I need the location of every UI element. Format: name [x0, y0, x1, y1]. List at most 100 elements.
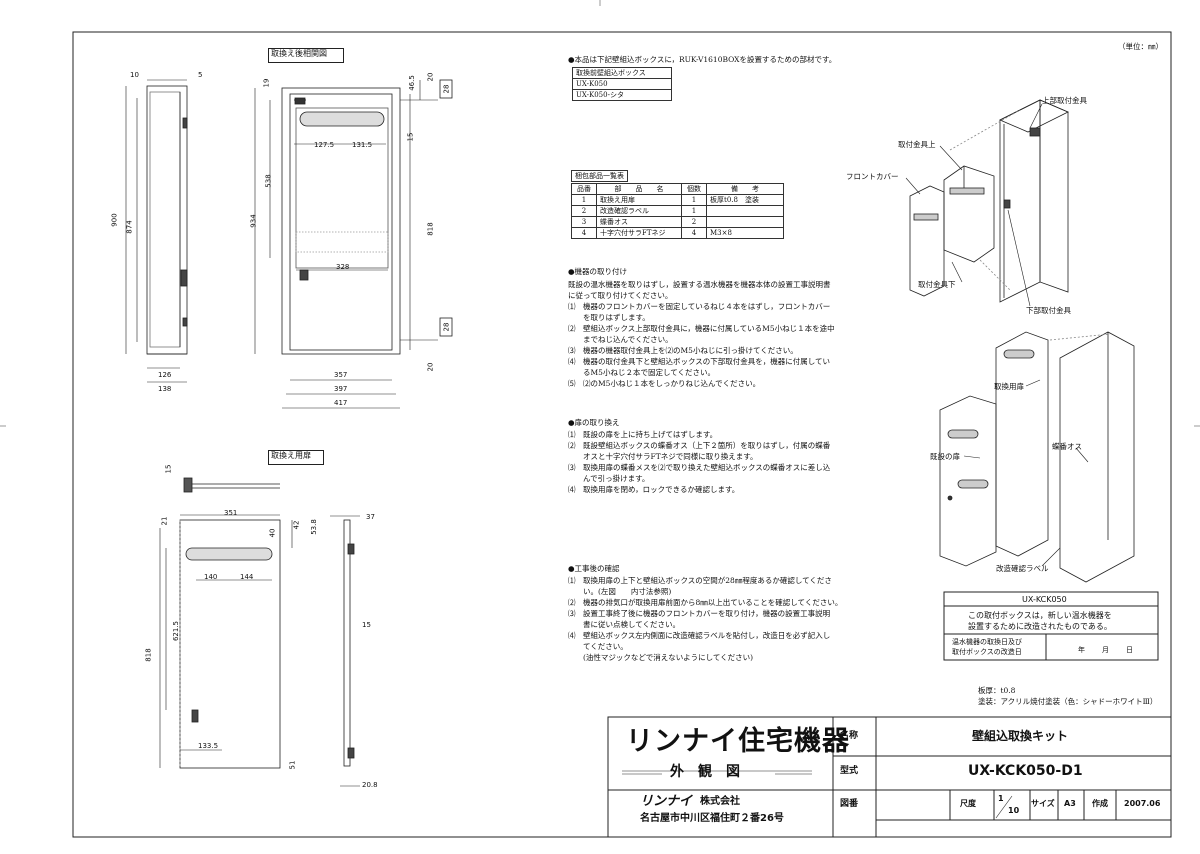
- install-line: ⑶ 機器の機器取付金具上を⑵のM5小ねじに引っ掛けてください。: [568, 346, 798, 355]
- label-year: 年: [1078, 646, 1085, 654]
- brand-logo: リンナイ住宅機器: [626, 726, 850, 757]
- door-swap-line: オスと十字穴付サラFTネジで同様に取り換えます。: [568, 452, 758, 461]
- check-title: ●工事後の確認: [568, 564, 620, 573]
- check-line: ⑴ 取換用扉の上下と壁組込ボックスの空間が28㎜程度あるか確認してくださ: [568, 576, 832, 585]
- parts-cell: 3: [571, 216, 597, 228]
- parts-title-box: 梱包部品一覧表: [571, 170, 628, 182]
- dim-label: 21: [160, 516, 169, 526]
- callout-new-door: 取換用扉: [994, 382, 1024, 391]
- former-box-table: 取換前壁組込ボックス UX-K050 UX-K050-シタ: [572, 67, 672, 101]
- dim-label: 138: [158, 385, 172, 393]
- intro-text: ●本品は下記壁組込ボックスに，RUK-V1610BOXを設置するための部材です。: [568, 55, 837, 64]
- company-logo: リンナイ: [640, 794, 693, 809]
- install-line: を取りはずします。: [568, 313, 650, 322]
- label-line2: 設置するために改造されたものである。: [968, 622, 1112, 631]
- dim-label: 417: [334, 399, 348, 407]
- dim-label: 818: [426, 222, 435, 236]
- model-label: 型式: [840, 766, 859, 776]
- dim-label: 10: [130, 71, 139, 79]
- drawing-no-label: 図番: [840, 799, 859, 809]
- dim-label: 127.5: [314, 141, 335, 149]
- parts-header: 備 考: [706, 183, 784, 195]
- parts-cell: 4: [681, 227, 707, 239]
- door-side-view: [330, 515, 360, 787]
- dim-label: 15: [164, 464, 173, 474]
- view-title-frame-door: [268, 450, 324, 465]
- door-swap-line: ⑶ 取換用扉の蝶番メスを⑵で取り換えた壁組込ボックスの蝶番オスに差し込: [568, 463, 831, 472]
- dim-label: 20: [426, 72, 435, 82]
- check-line: 書に従い点検してください。: [568, 620, 681, 629]
- dim-label: 351: [224, 509, 238, 517]
- parts-header: 部 品 名: [596, 183, 682, 195]
- dim-label: 397: [334, 385, 348, 393]
- dim-label: 5: [198, 71, 203, 79]
- scale-denominator: 10: [1008, 806, 1020, 815]
- install-line: に従って取り付けてください。: [568, 291, 673, 300]
- dim-label: 15: [362, 621, 371, 629]
- install-line: ⑷ 機器の取付金具下と壁組込ボックスの下部取付金具を，機器に付属してい: [568, 357, 831, 366]
- table-row: 3 蝶番オス 2: [571, 216, 784, 228]
- size-value: A3: [1064, 799, 1076, 808]
- callout-upper-bracket: 上部取付金具: [1042, 96, 1087, 105]
- parts-cell: [706, 216, 784, 228]
- dim-label: 131.5: [352, 141, 373, 149]
- door-swap-line: ⑴ 既設の扉を上に持ち上げてはずします。: [568, 430, 718, 439]
- dim-label: 42: [292, 520, 301, 530]
- door-swap-title: ●扉の取り換え: [568, 418, 620, 427]
- drawing-type: 外 観 図: [670, 764, 740, 780]
- install-line: までねじ込んでください。: [568, 335, 673, 344]
- former-box-model: UX-K050: [572, 78, 672, 90]
- dim-label: 133.5: [198, 742, 219, 750]
- check-line: (油性マジックなどで消えないようにしてください): [568, 653, 754, 662]
- view-title-door: 取換え用扉: [271, 451, 311, 460]
- parts-cell: 1: [681, 194, 707, 206]
- parts-header: 品番: [571, 183, 597, 195]
- scale-label: 尺度: [960, 799, 976, 808]
- label-row-label2: 取付ボックスの改造日: [952, 648, 1022, 656]
- label-line1: この取付ボックスは，新しい温水機器を: [968, 611, 1112, 620]
- dim-label: 15: [406, 132, 415, 142]
- parts-table: 品番 部 品 名 個数 備 考 1 取換え用扉 1 板厚t0.8 塗装 2 改造…: [571, 183, 784, 239]
- dim-label: 28: [442, 84, 451, 94]
- check-line: ⑵ 機器の排気口が取換用扉前面から8㎜以上出ていることを確認してください。: [568, 598, 843, 607]
- view-title-frame-side: [268, 48, 344, 63]
- dim-label: 538: [264, 174, 273, 188]
- install-line: ⑸ ⑵のM5小ねじ１本をしっかりねじ込んでください。: [568, 379, 761, 388]
- side-view-after: [125, 79, 188, 383]
- parts-cell: [706, 205, 784, 217]
- table-row: 1 取換え用扉 1 板厚t0.8 塗装: [571, 194, 784, 206]
- dim-label: 144: [240, 573, 254, 581]
- callout-bracket-top: 取付金具上: [898, 140, 936, 149]
- parts-cell: 4: [571, 227, 597, 239]
- dim-label: 126: [158, 371, 172, 379]
- check-line: ⑶ 設置工事終了後に機器のフロントカバーを取り付け，機器の設置工事説明: [568, 609, 831, 618]
- table-row: 4 十字穴付サラFTネジ 4 M3×8: [571, 227, 784, 239]
- company-suffix: 株式会社: [700, 796, 740, 807]
- install-title: ●機器の取り付け: [568, 267, 628, 276]
- material-coating: 塗装：アクリル焼付塗装（色：シャドーホワイトⅢ）: [978, 697, 1158, 706]
- dim-label: 621.5: [172, 620, 181, 642]
- dim-label: 140: [204, 573, 218, 581]
- company-address: 名古屋市中川区福住町２番26号: [640, 813, 784, 824]
- parts-cell: 1: [571, 194, 597, 206]
- former-box-header: 取換前壁組込ボックス: [572, 67, 672, 79]
- install-line: ⑴ 機器のフロントカバーを固定しているねじ４本をはずし，フロントカバー: [568, 302, 831, 311]
- unit-note: （単位：㎜）: [1118, 42, 1163, 51]
- size-label: サイズ: [1031, 799, 1055, 808]
- date-value: 2007.06: [1124, 799, 1161, 808]
- check-line: てください。: [568, 642, 628, 651]
- callout-bracket-bottom: 取付金具下: [918, 280, 956, 289]
- dim-label: 20: [426, 362, 435, 372]
- callout-lower-bracket: 下部取付金具: [1026, 306, 1071, 315]
- label-month: 月: [1102, 646, 1109, 654]
- parts-header: 個数: [681, 183, 707, 195]
- install-line: るM5小ねじ２本で固定してください。: [568, 368, 716, 377]
- parts-cell: 2: [571, 205, 597, 217]
- date-label: 作成: [1092, 799, 1108, 808]
- parts-title: 梱包部品一覧表: [571, 170, 628, 182]
- callout-front-cover: フロントカバー: [846, 172, 899, 181]
- door-swap-line: ⑵ 既設壁組込ボックスの蝶番オス（上下２箇所）を取りはずし，付属の蝶番: [568, 441, 831, 450]
- material-thickness: 板厚：t0.8: [978, 686, 1016, 695]
- name-value: 壁組込取換キット: [972, 729, 1069, 743]
